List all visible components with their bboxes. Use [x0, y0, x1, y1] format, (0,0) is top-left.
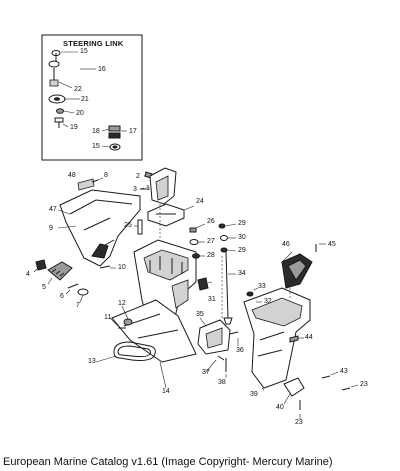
part-label: 8 [104, 172, 108, 179]
part-label: 16 [98, 66, 106, 73]
decal-48 [77, 178, 95, 191]
screw-36 [229, 331, 239, 335]
inset-frame [41, 34, 143, 161]
lower-plate-14 [111, 299, 197, 363]
part-label: 33 [258, 283, 266, 290]
part-label: 25 [124, 222, 132, 229]
part-label: 4 [26, 271, 30, 278]
part-label: 24 [196, 198, 204, 205]
washer-33 [246, 291, 254, 297]
part-label: 2 [136, 173, 140, 180]
part-label: 38 [218, 379, 226, 386]
knob-4 [35, 259, 47, 271]
part-label: 19 [70, 124, 78, 131]
part-label: 14 [162, 388, 170, 395]
part-label: 35 [196, 311, 204, 318]
part-label: 45 [328, 241, 336, 248]
part-label: 36 [236, 347, 244, 354]
part-label: 48 [68, 172, 76, 179]
link-ball-joint-22 [49, 79, 59, 87]
part-label: 28 [207, 252, 215, 259]
pin-25 [137, 219, 143, 235]
part-label: 6 [60, 293, 64, 300]
screw-23 [341, 387, 351, 391]
part-label: 27 [207, 238, 215, 245]
inset-title: STEERING LINK [63, 39, 124, 48]
image-caption: European Marine Catalog v1.61 (Image Cop… [3, 456, 333, 468]
part-label: 37 [202, 369, 210, 376]
part-label: 7 [76, 302, 80, 309]
part-label: 39 [250, 391, 258, 398]
part-label: 46 [282, 241, 290, 248]
part-label: 34 [238, 270, 246, 277]
screw-43 [321, 375, 331, 379]
screw-10 [99, 265, 111, 269]
part-label: 1 [146, 185, 150, 192]
fitting-29-lower [220, 247, 228, 253]
part-label: 47 [49, 206, 57, 213]
part-label: 12 [118, 300, 126, 307]
screw-8 [91, 179, 99, 183]
part-label: 26 [207, 218, 215, 225]
part-label: 10 [118, 264, 126, 271]
grommet-12 [123, 318, 133, 326]
part-label: 20 [76, 110, 84, 117]
plug-31 [197, 277, 209, 291]
part-label: 23 [295, 419, 303, 426]
screw-26 [189, 227, 197, 233]
part-label: 17 [129, 128, 137, 135]
seal-ring-13 [113, 341, 156, 361]
part-label: 18 [92, 128, 100, 135]
link-bolt-19 [54, 117, 64, 128]
part-label: 29 [238, 247, 246, 254]
part-label: 23 [360, 381, 368, 388]
part-label: 40 [276, 404, 284, 411]
link-nut-20 [56, 108, 64, 114]
part-label: 3 [133, 186, 137, 193]
part-label: 44 [305, 334, 313, 341]
fitting-29 [218, 223, 226, 229]
fitting-44 [289, 335, 299, 343]
mount-plate-24 [147, 203, 185, 227]
shift-rod-34 [225, 251, 229, 319]
bolt-37 [217, 355, 225, 361]
link-bushing-17 [108, 132, 121, 139]
part-label: 13 [88, 358, 96, 365]
part-label: 22 [74, 86, 82, 93]
screw-6 [67, 283, 79, 289]
part-label: 31 [208, 296, 216, 303]
fitting-30 [220, 235, 228, 241]
link-bushing-18 [108, 125, 121, 132]
part-label: 5 [42, 284, 46, 291]
part-label: 30 [238, 234, 246, 241]
part-label: 21 [81, 96, 89, 103]
part-label: 15 [80, 48, 88, 55]
part-label: 29 [238, 220, 246, 227]
part-label: 32 [264, 298, 272, 305]
washer-7 [77, 288, 89, 296]
part-label: 43 [340, 368, 348, 375]
trim-tab-40 [283, 377, 305, 397]
part-label: 11 [104, 314, 112, 321]
part-label: 15 [92, 143, 100, 150]
part-label: 9 [49, 225, 53, 232]
washer-27 [189, 239, 199, 245]
link-end-top [48, 60, 60, 68]
